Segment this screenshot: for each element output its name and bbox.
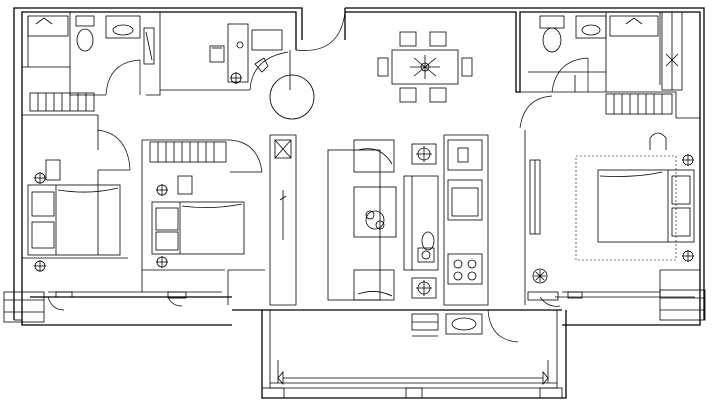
living-room-sofa-set xyxy=(327,139,439,301)
dining-table xyxy=(377,31,473,103)
bedroom-middle xyxy=(149,141,245,268)
master-bedroom xyxy=(529,93,695,284)
bedroom-left xyxy=(27,92,121,272)
corridor-cabinet xyxy=(274,139,292,240)
windows xyxy=(3,11,706,323)
balcony xyxy=(261,310,567,399)
study xyxy=(209,23,315,120)
interior-walls xyxy=(22,12,700,306)
left-bathroom xyxy=(27,15,155,67)
right-bathroom xyxy=(528,15,659,73)
exterior-walls xyxy=(13,7,705,326)
kitchen-counters xyxy=(411,139,483,337)
doors xyxy=(47,11,589,343)
